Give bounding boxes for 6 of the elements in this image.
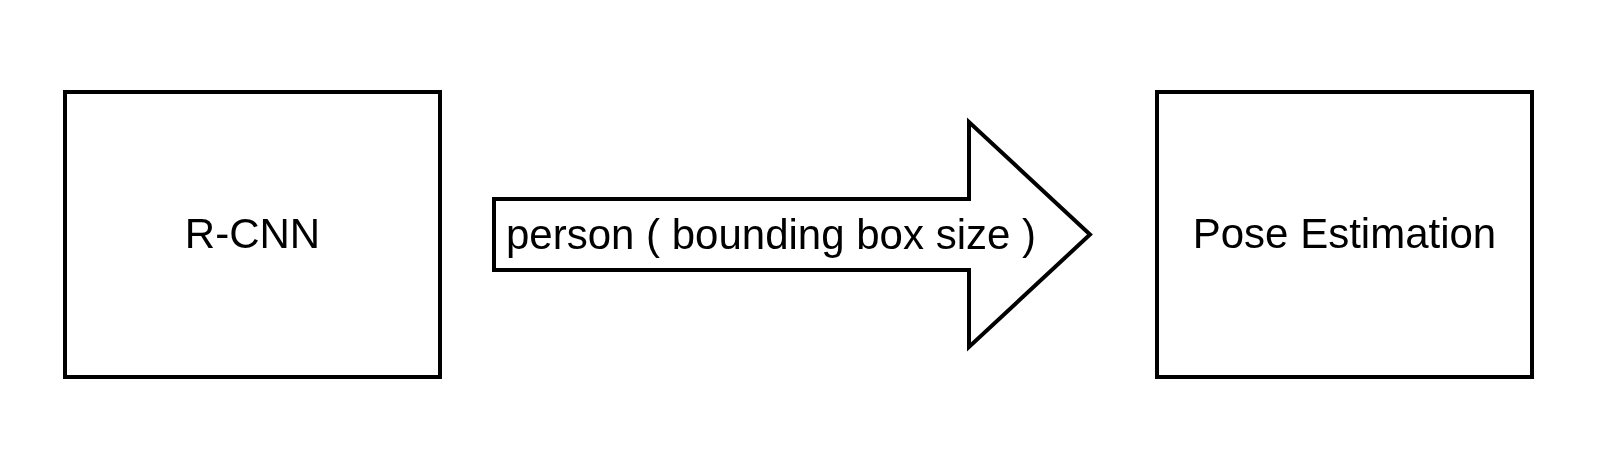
process-box [1155, 90, 1534, 379]
box-label: R-CNN [184, 210, 321, 259]
block-arrow [492, 117, 1093, 352]
process-box [63, 90, 442, 379]
edge-label: person ( bounding box size ) [506, 210, 1036, 259]
box-label: Pose Estimation [1192, 210, 1497, 259]
